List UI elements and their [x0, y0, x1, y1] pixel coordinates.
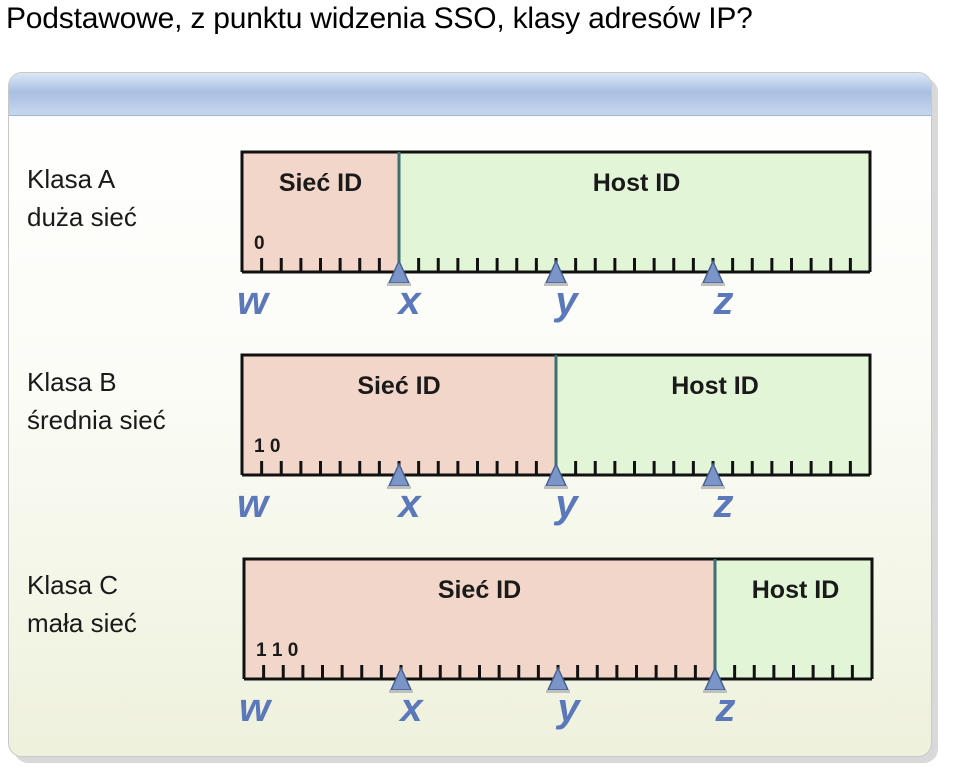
class-c-octet-letter-z: z: [715, 686, 736, 730]
class-a-octet-marker-shadow: [387, 283, 411, 286]
class-c-network-label: Sieć ID: [438, 576, 521, 604]
class-a-name: Klasa A: [27, 164, 116, 194]
class-c-label: Klasa C mała sieć: [27, 566, 137, 642]
class-c-octet-letter-x: x: [398, 686, 424, 730]
class-a-octet-letter-x: x: [396, 279, 422, 323]
class-b-name: Klasa B: [27, 367, 117, 397]
class-c-octet-letter-w: w: [239, 686, 273, 730]
class-b-network-label: Sieć ID: [357, 372, 440, 400]
class-a-octet-marker-shadow: [544, 283, 568, 286]
class-b-host-label: Host ID: [671, 372, 759, 400]
class-b-octet-marker-shadow: [701, 486, 725, 489]
panel-header-bar: [9, 73, 931, 116]
class-b-octet-letter-w: w: [237, 482, 271, 526]
class-c-name: Klasa C: [27, 570, 119, 600]
page-title: Podstawowe, z punktu widzenia SSO, klasy…: [6, 2, 753, 35]
class-b-label: Klasa B średnia sieć: [27, 363, 166, 439]
class-a-network-label: Sieć ID: [279, 169, 362, 197]
class-b-network-segment: [242, 355, 556, 475]
class-a-host-label: Host ID: [593, 169, 681, 197]
class-b-octet-letter-z: z: [713, 482, 734, 526]
class-b-size: średnia sieć: [27, 405, 166, 435]
class-a-octet-letter-y: y: [553, 279, 579, 323]
class-a-prefix-bits: 0: [254, 233, 265, 254]
class-c-bar-outline: [242, 557, 874, 679]
class-c-prefix-bits: 1 1 0: [256, 640, 298, 661]
class-b-octet-marker-shadow: [387, 486, 411, 489]
class-a-bar-outline: [240, 150, 872, 272]
class-b-octet-marker-shadow: [544, 486, 568, 489]
class-a-label: Klasa A duża sieć: [27, 160, 137, 236]
class-b-octet-letter-y: y: [553, 482, 579, 526]
class-c-size: mała sieć: [27, 608, 137, 638]
class-b-prefix-bits: 1 0: [254, 436, 280, 457]
class-b-host-segment: [556, 355, 870, 475]
class-a-size: duża sieć: [27, 202, 137, 232]
class-c-host-segment: [715, 559, 872, 679]
class-b-octet-letter-x: x: [396, 482, 422, 526]
class-c-host-label: Host ID: [752, 576, 840, 604]
class-c-network-segment: [244, 559, 715, 679]
class-a-network-segment: [242, 152, 399, 272]
class-a-octet-letter-z: z: [713, 279, 734, 323]
class-a-host-segment: [399, 152, 870, 272]
class-c-octet-marker-shadow: [389, 690, 413, 693]
class-c-octet-letter-y: y: [555, 686, 581, 730]
class-c-octet-marker-shadow: [703, 690, 727, 693]
class-a-octet-marker-shadow: [701, 283, 725, 286]
class-a-octet-letter-w: w: [237, 279, 271, 323]
class-c-octet-marker-shadow: [546, 690, 570, 693]
